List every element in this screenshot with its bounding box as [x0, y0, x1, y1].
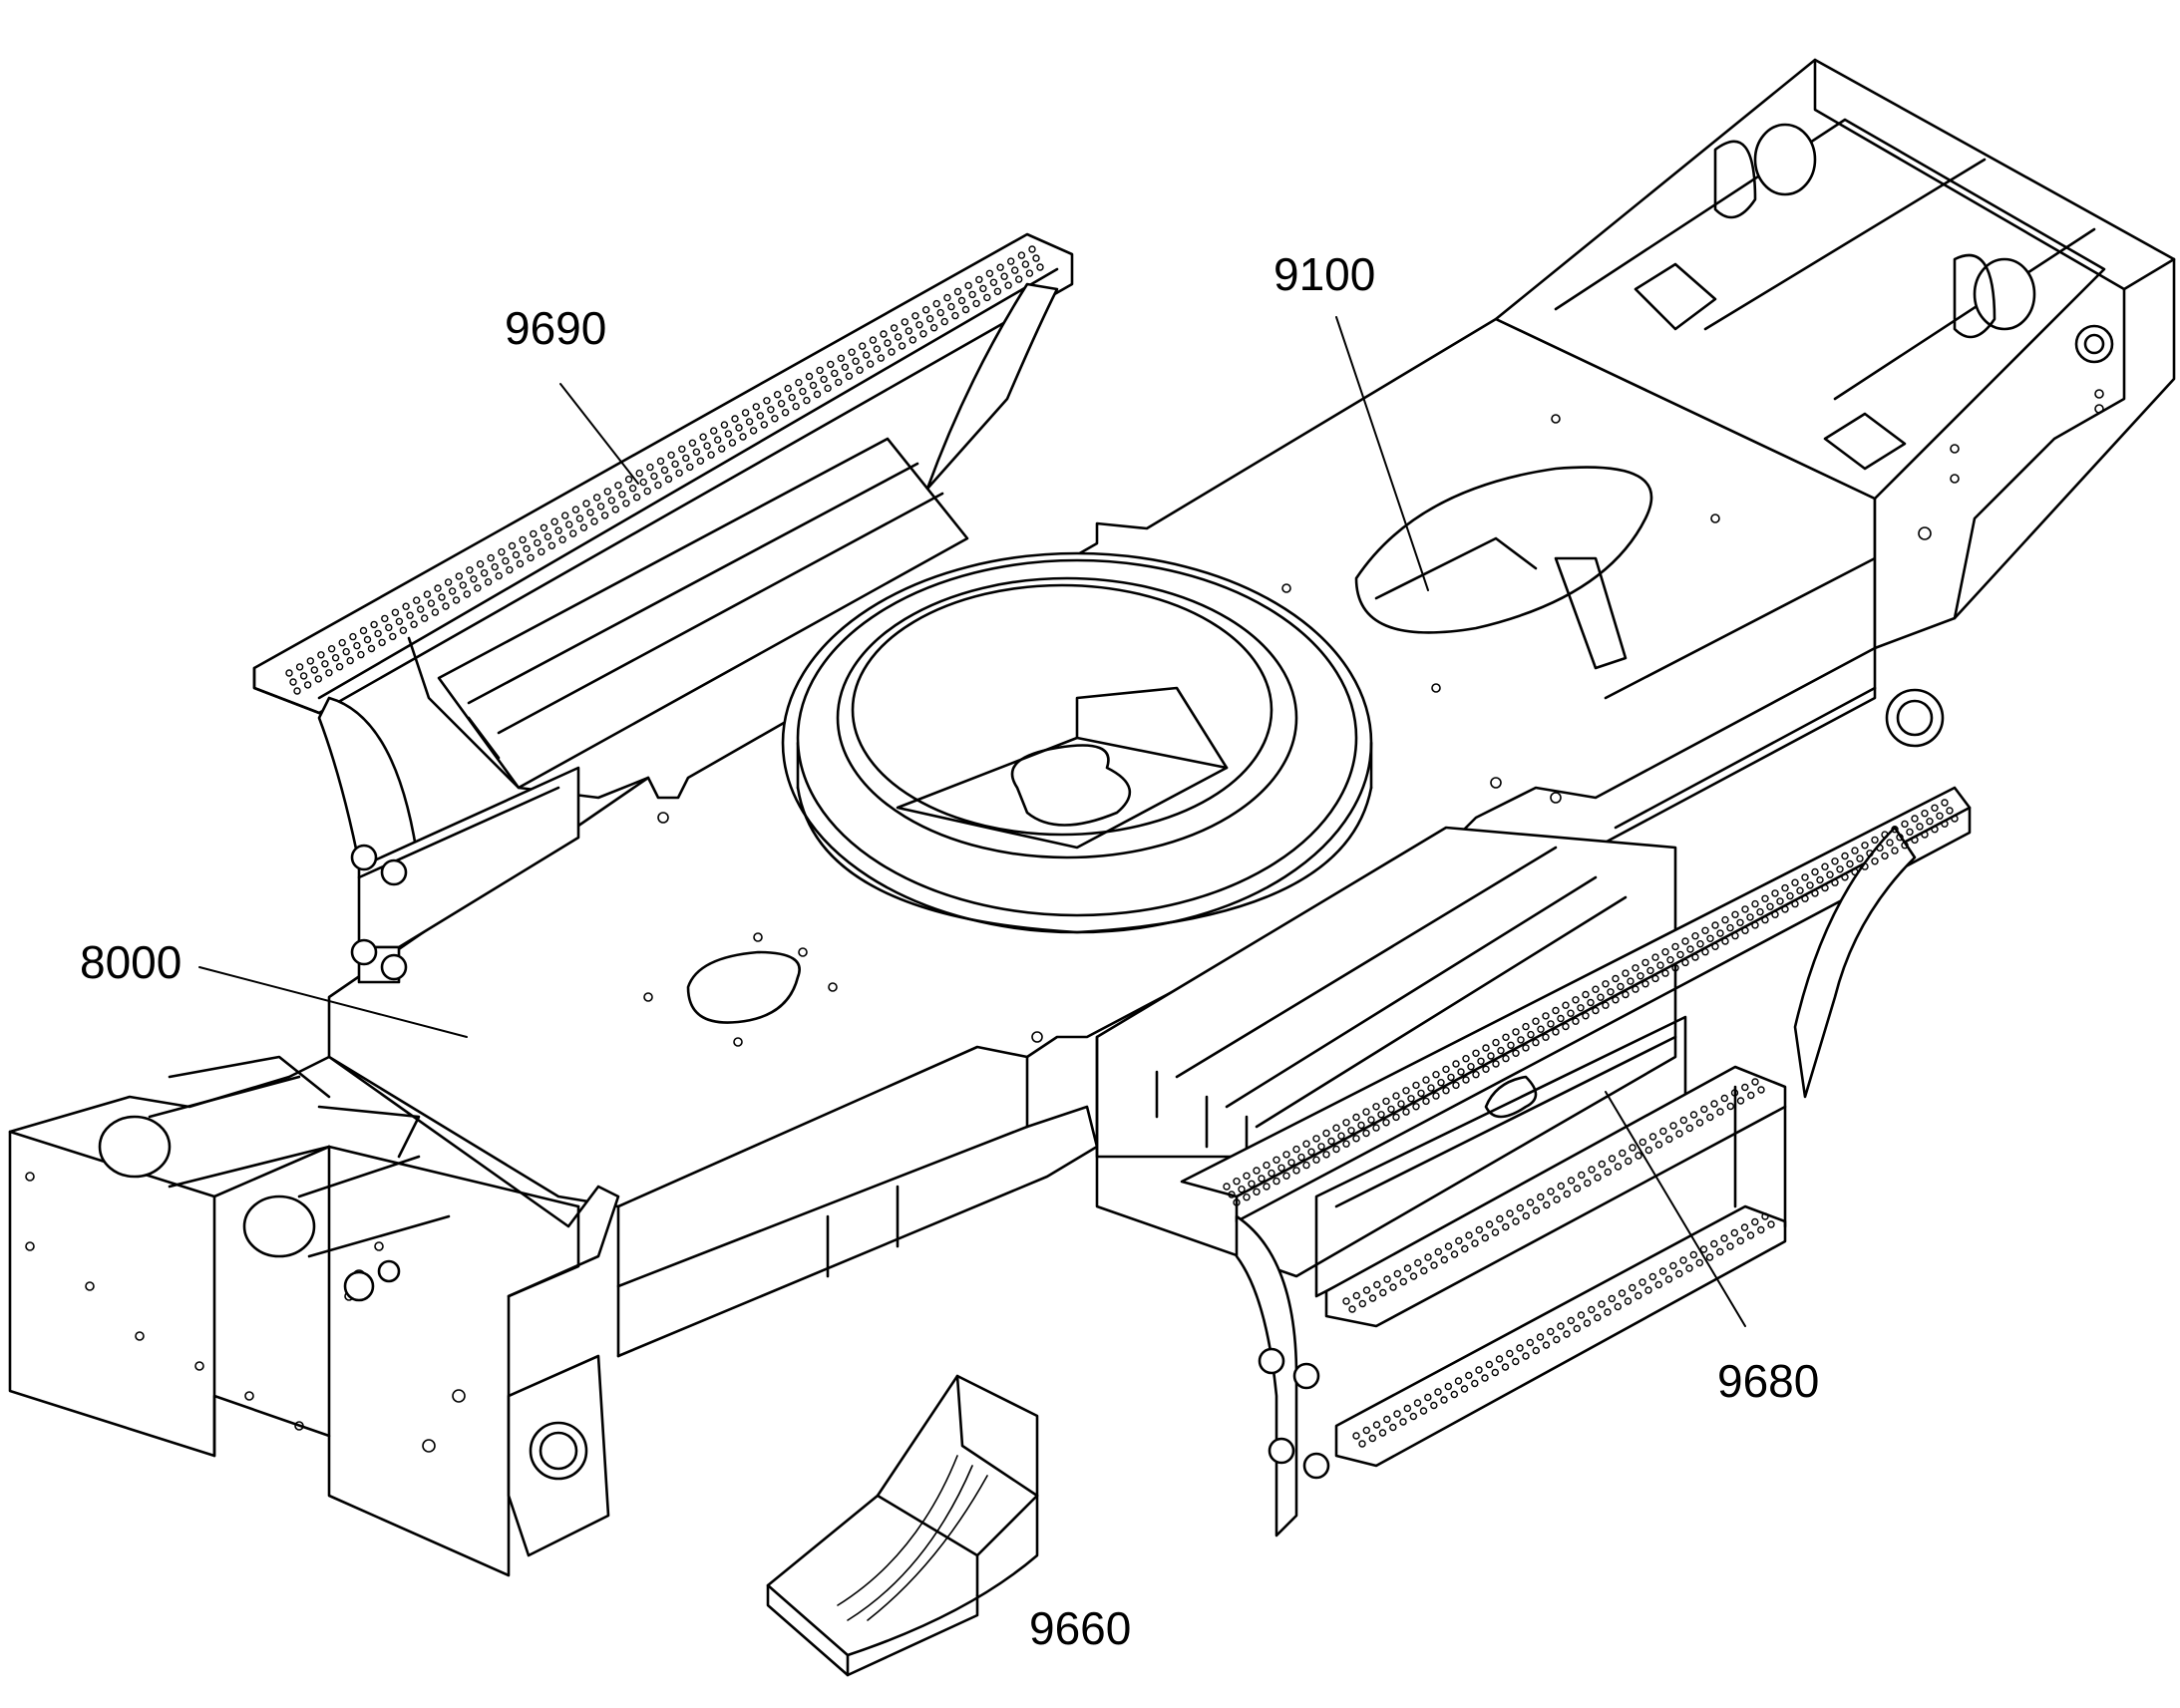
leader-lines: [198, 316, 1746, 1327]
label-9690: 9690: [505, 302, 607, 354]
leader-9690: [559, 383, 639, 485]
label-8000: 8000: [80, 936, 182, 988]
label-9680: 9680: [1717, 1355, 1820, 1407]
label-9100: 9100: [1273, 248, 1376, 300]
slewing-ring: [781, 551, 1373, 934]
chock-9660: [766, 1374, 1039, 1677]
label-9660: 9660: [1029, 1602, 1132, 1654]
step-9680: [1095, 786, 1972, 1537]
leader-8000: [198, 966, 468, 1038]
outrigger-box-left-front: [8, 1055, 620, 1577]
outrigger-box-right-rear: [1494, 58, 2176, 748]
step-9690: [252, 232, 1074, 984]
leader-9680: [1605, 1091, 1746, 1327]
leader-9100: [1335, 316, 1429, 591]
